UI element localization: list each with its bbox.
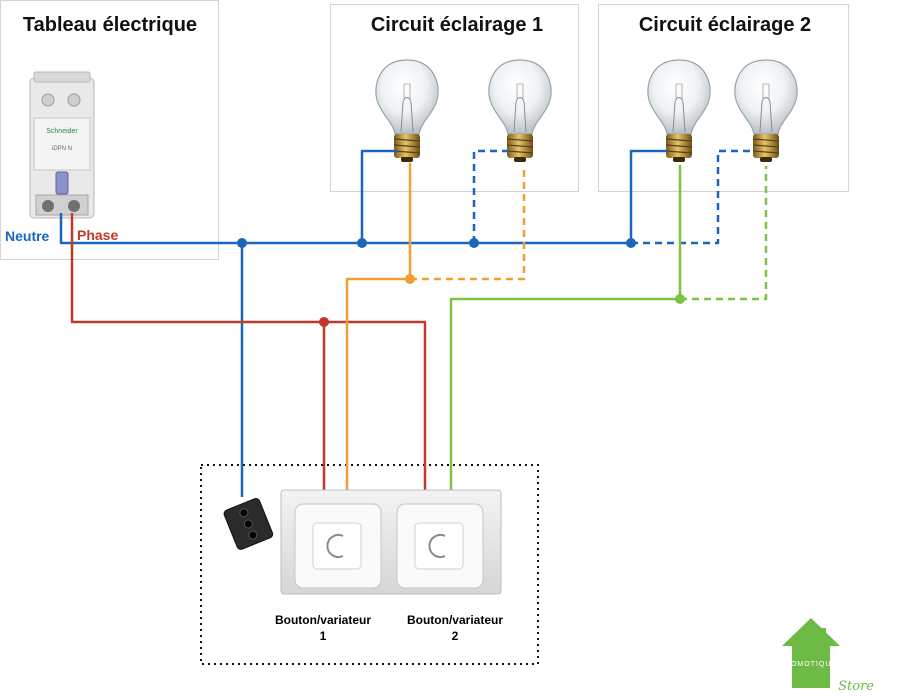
switch-2-label-line1: Bouton/variateur [407,613,503,627]
return-wire-circuit-1 [345,163,412,490]
light-bulb-icon [488,59,552,163]
light-bulb-icon [647,59,711,163]
return-wire-lamp-4-dashed [680,166,768,301]
panel-title: Tableau électrique [23,14,197,36]
switch-1-label-line2: 1 [320,629,327,643]
switch-2-label-line2: 2 [452,629,459,643]
breaker-model: iDPN N [52,146,72,152]
phase-label: Phase [77,227,118,243]
light-bulb-icon [734,59,798,163]
house-logo-icon: DOMOTIQUE Store [782,618,874,694]
neutral-label: Neutre [5,228,50,244]
logo-brand-script: Store [838,679,874,694]
junction-points [237,238,685,327]
phase-wire [70,213,427,490]
return-wire-lamp-2-dashed [410,166,526,281]
breaker-brand: Schneider [46,128,78,135]
neutral-wire-circuit-1 [360,149,398,243]
switch-box-outline [200,464,539,665]
logo-brand-top: DOMOTIQUE [785,661,837,668]
switch-1-label-line1: Bouton/variateur [275,613,371,627]
electrical-panel-box [0,0,219,260]
neutral-wire-circuit-2 [629,149,668,243]
terminal-block-icon [223,498,274,550]
lighting-circuit-2-box [598,4,849,192]
circuit-1-title: Circuit éclairage 1 [371,14,543,36]
dimmer-switch-icon[interactable] [294,503,382,589]
neutral-wire [59,213,631,245]
light-bulb-icon [375,59,439,163]
neutral-wire-lamp-4-dashed [631,149,756,245]
circuit-2-title: Circuit éclairage 2 [639,14,811,36]
lighting-circuit-1-box [330,4,579,192]
return-wire-circuit-2 [449,165,682,490]
dimmer-switch-icon[interactable] [396,503,484,589]
neutral-wire-lamp-2-dashed [472,149,510,243]
circuit-breaker-icon: Schneider iDPN N [29,71,95,219]
